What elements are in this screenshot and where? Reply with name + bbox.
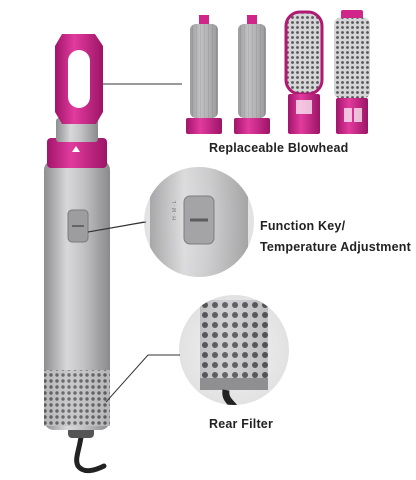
function-key-zoom: H · M · L — [87, 167, 254, 277]
filter-leader-line — [105, 354, 180, 403]
function-key-label: Function Key/ — [260, 219, 346, 233]
curling-barrel — [186, 15, 222, 134]
hot-air-brush — [334, 10, 370, 134]
curling-barrel — [234, 15, 270, 134]
rear-filter-zoom — [179, 295, 289, 405]
rear-filter-label: Rear Filter — [209, 417, 274, 431]
air-styler-product — [44, 34, 110, 474]
round-brush — [284, 10, 324, 134]
svg-text:H · M · L: H · M · L — [172, 200, 178, 220]
replaceable-blowhead-label: Replaceable Blowhead — [209, 141, 349, 155]
temperature-adjustment-label: Temperature Adjustment — [260, 240, 411, 254]
